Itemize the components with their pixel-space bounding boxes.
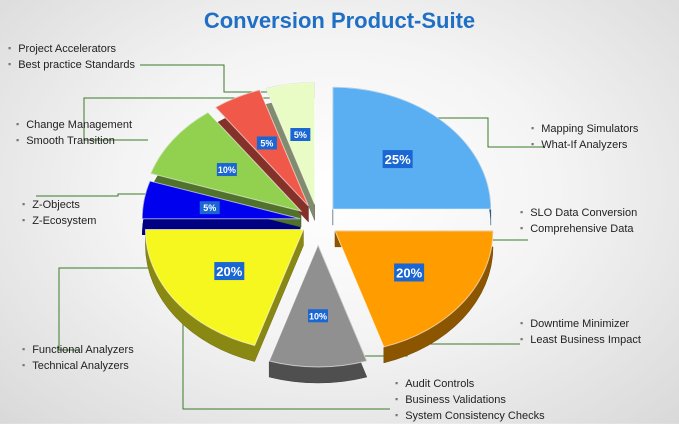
slice-label-8: 5% xyxy=(294,130,307,140)
slice-3 xyxy=(268,243,368,368)
annotation-mapping: Mapping SimulatorsWhat-If Analyzers xyxy=(531,121,638,153)
annotation-slo: SLO Data ConversionComprehensive Data xyxy=(520,205,637,237)
slice-label-4: 20% xyxy=(216,264,242,279)
chart-title: Conversion Product-Suite xyxy=(203,8,476,33)
slice-label-7: 5% xyxy=(260,138,273,148)
slice-label-box-3 xyxy=(308,309,328,323)
slice-5 xyxy=(141,180,301,220)
slice-label-1: 25% xyxy=(385,152,411,167)
slice-label-2: 20% xyxy=(396,265,422,280)
annotation-change: Change ManagementSmooth Transition xyxy=(16,117,132,149)
slice-label-box-1 xyxy=(382,150,413,169)
leader-line-5 xyxy=(58,267,165,351)
slice-8 xyxy=(265,81,316,205)
slice-tops xyxy=(141,81,494,368)
annotation-project: Project AcceleratorsBest practice Standa… xyxy=(8,41,135,73)
slice-2 xyxy=(334,230,494,348)
slice-4 xyxy=(144,228,305,347)
slice-labels: 25% 20% 10% 20% 5% 10% 5% 5% xyxy=(199,128,425,323)
slice-label-box-6 xyxy=(216,163,237,177)
slice-label-box-2 xyxy=(394,263,425,282)
slice-label-box-5 xyxy=(199,201,220,215)
annotation-downtime: Downtime MinimizerLeast Business Impact xyxy=(520,316,641,348)
slice-label-box-8 xyxy=(290,128,311,142)
slice-label-6: 10% xyxy=(218,165,236,175)
slice-label-box-4 xyxy=(214,262,245,281)
annotation-audit: Audit ControlsBusiness ValidationsSystem… xyxy=(395,376,544,424)
slice-label-5: 5% xyxy=(203,203,216,213)
slice-6 xyxy=(150,111,303,213)
annotation-functional: Functional AnalyzersTechnical Analyzers xyxy=(22,342,134,374)
slice-1 xyxy=(332,86,492,210)
slice-label-3: 10% xyxy=(309,311,327,321)
slice-label-box-7 xyxy=(256,136,277,150)
annotation-zobjects: Z-ObjectsZ-Ecosystem xyxy=(22,197,96,229)
leader-line-6 xyxy=(36,193,158,197)
